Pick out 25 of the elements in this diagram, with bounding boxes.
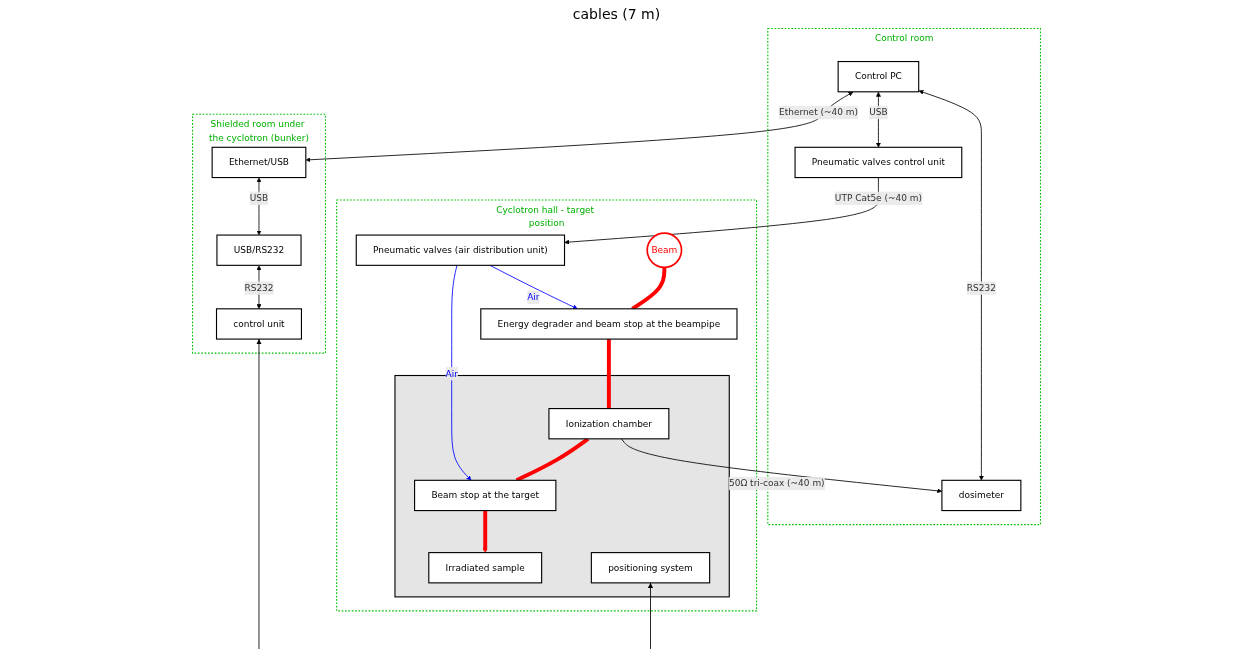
edge-label: Air bbox=[527, 291, 540, 303]
node-box: Irradiated sample bbox=[428, 552, 543, 584]
edge-label: Air bbox=[445, 368, 458, 379]
edge-label: USB bbox=[869, 106, 888, 118]
node-box: Energy degrader and beam stop at the beampipe bbox=[480, 308, 738, 340]
node-box: dosimeter bbox=[941, 479, 1022, 512]
edge-label: UTP Cat5e (~40 m) bbox=[834, 192, 922, 204]
edge-label: RS232 bbox=[966, 282, 996, 294]
node-box: Ionization chamber bbox=[548, 408, 670, 440]
node-box: positioning system bbox=[590, 552, 711, 584]
connector bbox=[606, 339, 611, 409]
note-text: cables (7 m) bbox=[572, 6, 661, 22]
node-circle: Beam bbox=[646, 232, 683, 269]
edge-label: USB bbox=[249, 192, 269, 204]
node-box: Beam stop at the target bbox=[414, 479, 557, 512]
edge-label: Ethernet (~40 m) bbox=[779, 106, 858, 118]
node-box: control unit bbox=[215, 308, 302, 340]
node-box: Control PC bbox=[837, 61, 920, 93]
edge-label: 50Ω tri-coax (~40 m) bbox=[729, 477, 825, 489]
node-box: Pneumatic valves control unit bbox=[794, 146, 963, 179]
arrow bbox=[482, 510, 488, 553]
node-box: USB/RS232 bbox=[216, 234, 302, 266]
edge-label: RS232 bbox=[244, 282, 274, 294]
node-box: Pneumatic valves (air distribution unit) bbox=[355, 234, 566, 266]
node-box: Ethernet/USB bbox=[211, 146, 307, 179]
